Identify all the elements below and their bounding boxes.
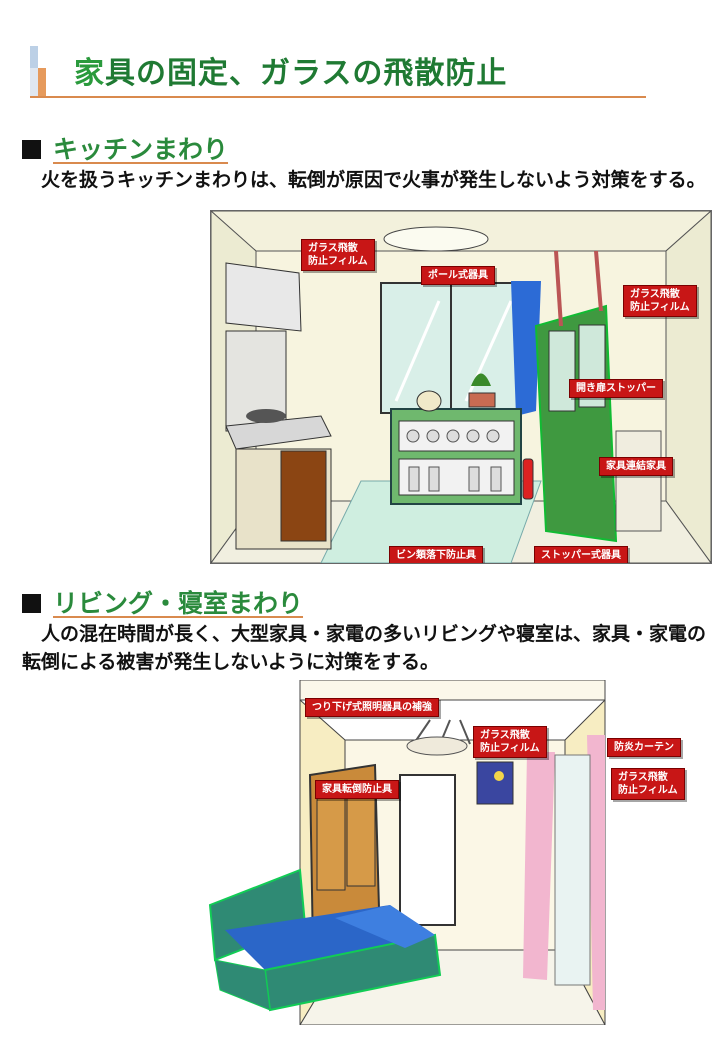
living-description: 人の混在時間が長く、大型家具・家電の多いリビングや寝室は、家具・家電の転倒による… xyxy=(22,623,707,673)
title-decoration xyxy=(30,46,46,96)
label-bottle-fall: ビン類落下防止具 xyxy=(389,546,483,563)
label-hanging-light: つり下げ式照明器具の補強 xyxy=(305,698,439,717)
living-illustration: つり下げ式照明器具の補強 ガラス飛散防止フィルム 防炎カーテン ガラス飛散防止フ… xyxy=(205,680,710,1025)
square-bullet-icon xyxy=(22,594,41,613)
label-furniture-link: 家具連結家具 xyxy=(599,457,673,476)
kitchen-illustration: ガラス飛散防止フィルム ポール式器具 ガラス飛散防止フィルム 開き扉ストッパー … xyxy=(210,210,712,564)
label-furniture-anti-tip: 家具転倒防止具 xyxy=(315,780,399,799)
label-pole-fixture: ポール式器具 xyxy=(421,266,495,285)
square-bullet-icon xyxy=(22,140,41,159)
page-title: 家具の固定、ガラスの飛散防止 xyxy=(74,56,508,91)
label-glass-film-right: ガラス飛散防止フィルム xyxy=(623,285,697,317)
label-glass-film-mid: ガラス飛散防止フィルム xyxy=(473,726,547,758)
living-heading: リビング・寝室まわり xyxy=(22,584,303,620)
label-stopper: ストッパー式器具 xyxy=(534,546,628,563)
kitchen-description: 火を扱うキッチンまわりは、転倒が原因で火事が発生しないよう対策をする。 xyxy=(22,169,706,191)
label-glass-film-left: ガラス飛散防止フィルム xyxy=(301,239,375,271)
label-fireproof-curtain: 防炎カーテン xyxy=(607,738,681,757)
label-glass-film-right: ガラス飛散防止フィルム xyxy=(611,768,685,800)
label-door-stopper: 開き扉ストッパー xyxy=(569,379,663,398)
title-underline xyxy=(30,96,646,98)
kitchen-heading: キッチンまわり xyxy=(22,130,228,166)
